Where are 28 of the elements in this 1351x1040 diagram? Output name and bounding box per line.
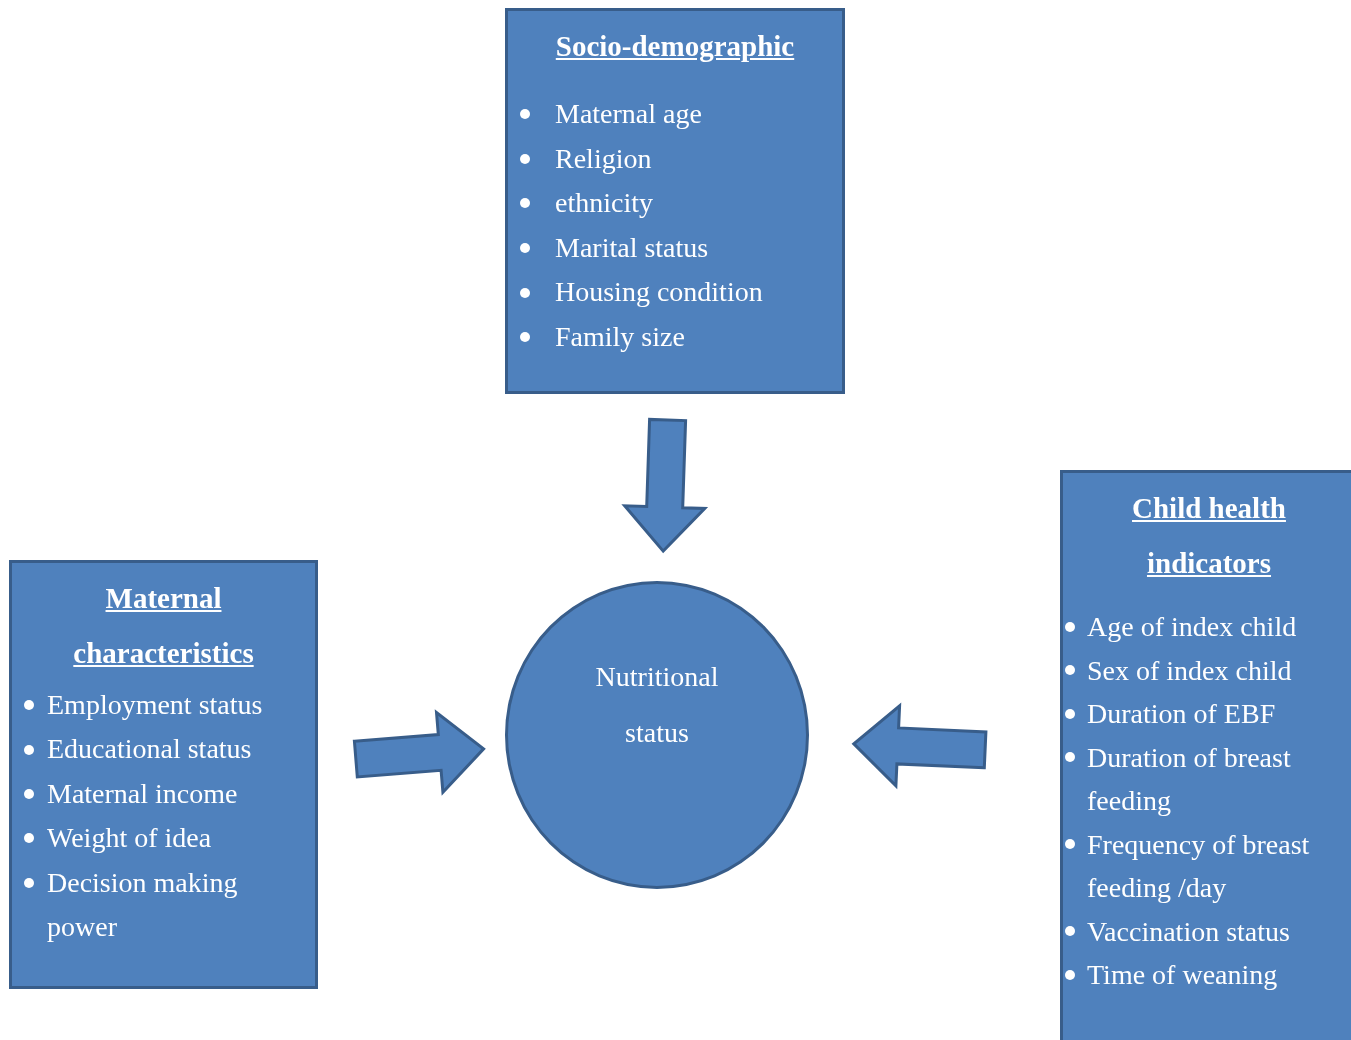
list-item: Maternal income: [47, 777, 238, 809]
block-arrow: [851, 702, 988, 790]
list-item: Decision making power: [47, 866, 238, 943]
box-heading: Socio-demographic: [554, 29, 796, 64]
list-item: Educational status: [47, 733, 252, 765]
factor-box: [505, 8, 845, 394]
list-item: Employment status: [47, 689, 263, 720]
list-item: Marital status: [555, 231, 709, 263]
list-item: Family size: [555, 320, 685, 352]
list-item: ethnicity: [555, 187, 653, 219]
box-heading: Maternal characteristics: [72, 581, 255, 671]
list-item: Vaccination status: [1087, 915, 1290, 947]
list-item: Religion: [555, 142, 652, 174]
list-item: Age of index child: [1087, 611, 1297, 642]
box-heading: Child health indicators: [1131, 491, 1287, 581]
factor-box: [1060, 470, 1351, 1040]
list-item: Maternal age: [555, 98, 702, 129]
block-arrow: [621, 417, 709, 554]
list-item: Weight of idea: [47, 822, 212, 854]
block-arrow: [352, 709, 486, 796]
circle-label: Nutritional status: [594, 660, 720, 750]
list-item: Sex of index child: [1087, 654, 1292, 686]
list-item: Housing condition: [555, 276, 763, 308]
list-item: Duration of breast feeding: [1087, 741, 1291, 816]
list-item: Time of weaning: [1087, 959, 1278, 990]
list-item: Frequency of breast feeding /day: [1087, 828, 1310, 903]
factor-box: [9, 560, 318, 989]
list-item: Duration of EBF: [1087, 698, 1276, 729]
